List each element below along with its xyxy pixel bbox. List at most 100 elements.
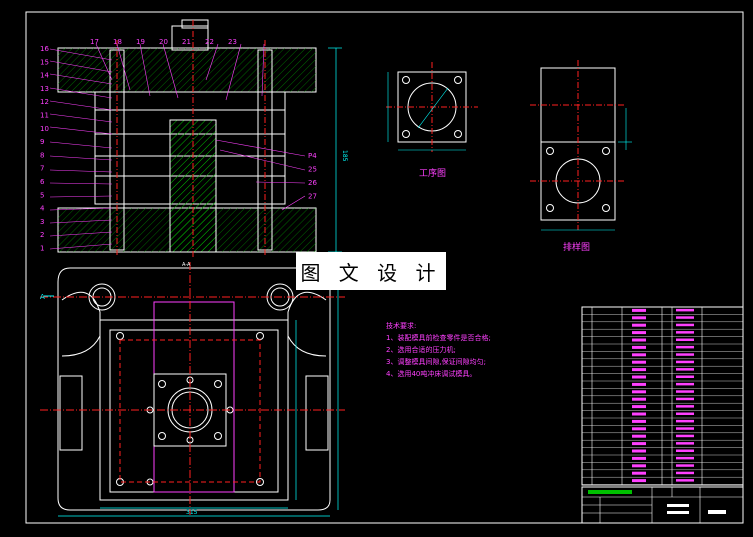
bom-cell-mark: [632, 412, 646, 416]
width-dimension-label: 315: [186, 509, 198, 516]
section-label: A-A: [182, 262, 191, 268]
bom-cell-mark: [632, 471, 646, 475]
bom-cell-mark: [676, 375, 694, 378]
bom-cell-mark: [632, 456, 646, 460]
part-number-label: 4: [40, 205, 45, 213]
part-number-label: 1: [40, 245, 44, 253]
part-number-label: 13: [40, 85, 49, 93]
part-number-label: 3: [40, 218, 44, 226]
bom-cell-mark: [632, 368, 646, 372]
bom-cell-mark: [676, 405, 694, 408]
workpiece-view: [386, 62, 478, 152]
bom-cell-mark: [632, 338, 646, 342]
part-number-label: 19: [136, 38, 145, 46]
bom-cell-mark: [676, 442, 694, 445]
height-dimension-label: 185: [341, 150, 348, 162]
bom-cell-mark: [632, 390, 646, 394]
bom-cell-mark: [632, 323, 646, 327]
bom-table-frame: [581, 306, 744, 486]
bom-cell-mark: [676, 471, 694, 475]
bom-cell-mark: [676, 353, 694, 356]
bom-cell-mark: [676, 331, 694, 334]
part-number-label: 6: [40, 178, 45, 186]
bom-rows: [582, 308, 743, 485]
technical-requirements: 技术要求: 1、装配模具前检查零件是否合格; 2、选用合适的压力机; 3、调整模…: [386, 320, 576, 380]
side-label: A: [40, 293, 45, 301]
bom-cell-mark: [676, 412, 694, 415]
bom-cell-mark: [676, 382, 694, 386]
part-number-label: 21: [182, 38, 191, 46]
bom-cell-mark: [676, 419, 694, 423]
bom-cell-mark: [632, 405, 646, 409]
bom-cell-mark: [676, 316, 694, 319]
part-number-label: 7: [40, 165, 44, 173]
bom-cell-mark: [632, 449, 646, 453]
bom-cell-mark: [676, 449, 694, 452]
part-number-label: 11: [40, 112, 49, 120]
part-number-label: 27: [308, 193, 317, 201]
bom-cell-mark: [632, 397, 646, 401]
bom-cell-mark: [676, 368, 694, 371]
tech-note-1: 1、装配模具前检查零件是否合格;: [386, 334, 491, 342]
part-number-label: 17: [90, 38, 99, 46]
part-number-label: 20: [159, 38, 168, 46]
title-block-highlight: [588, 490, 632, 494]
bom-cell-mark: [632, 353, 646, 357]
tech-note-4: 4、选用40吨冲床调试模具。: [386, 370, 477, 378]
strip-layout-view-label: 排样图: [563, 243, 591, 253]
bom-cell-mark: [676, 338, 694, 341]
part-numbers-right: P4 25 26 27: [308, 152, 317, 201]
part-number-label: 2: [40, 231, 44, 239]
strip-layout-view: [530, 60, 632, 231]
part-number-label: 8: [40, 151, 44, 159]
part-numbers-left: 16 15 14 13 12 11 10 9 8 7 6 5 4 3 2 1: [40, 45, 49, 253]
bom-cell-mark: [632, 382, 646, 386]
bom-cell-mark: [676, 427, 694, 430]
bom-cell-mark: [676, 390, 694, 393]
bom-cell-mark: [676, 479, 694, 482]
bom-cell-mark: [632, 331, 646, 335]
part-number-label: 12: [40, 98, 49, 106]
workpiece-view-label: 工序图: [419, 169, 447, 179]
bom-cell-mark: [632, 419, 646, 423]
part-number-label: 16: [40, 45, 49, 53]
bom-cell-mark: [632, 360, 646, 364]
part-number-label: 22: [205, 38, 214, 46]
bom-cell-mark: [632, 375, 646, 379]
section-view: [49, 19, 342, 258]
watermark-title: 图 文 设 计: [296, 252, 446, 290]
part-number-label: P4: [308, 152, 317, 160]
part-number-label: 10: [40, 125, 49, 133]
part-number-label: 14: [40, 72, 49, 80]
bom-cell-mark: [632, 434, 646, 438]
bom-cell-mark: [676, 464, 694, 467]
bom-cell-mark: [632, 316, 646, 320]
part-number-label: 23: [228, 38, 237, 46]
part-number-label: 25: [308, 166, 317, 174]
bom-cell-mark: [676, 345, 694, 349]
bom-cell-mark: [676, 456, 694, 460]
plan-view: [40, 262, 345, 517]
bom-cell-mark: [632, 479, 646, 483]
tech-notes-title: 技术要求:: [386, 322, 417, 330]
bom-cell-mark: [676, 434, 694, 438]
part-number-label: 18: [113, 38, 122, 46]
part-number-label: 5: [40, 191, 44, 199]
bom-cell-mark: [632, 442, 646, 446]
tech-note-2: 2、选用合适的压力机;: [386, 346, 456, 354]
bom-cell-mark: [676, 308, 694, 312]
bom-cell-mark: [632, 308, 646, 312]
bom-cell-mark: [632, 464, 646, 468]
bom-cell-mark: [632, 427, 646, 431]
bom-cell-mark: [676, 360, 694, 364]
bom-cell-mark: [676, 397, 694, 401]
part-number-label: 9: [40, 138, 44, 146]
part-number-label: 26: [308, 179, 317, 187]
tech-note-3: 3、调整模具间隙,保证间隙均匀;: [386, 358, 487, 366]
part-number-label: 15: [40, 58, 49, 66]
part-numbers-top: 17 18 19 20 21 22 23: [90, 38, 237, 46]
bom-cell-mark: [632, 345, 646, 349]
drawing-border: [25, 11, 744, 524]
bom-cell-mark: [676, 323, 694, 327]
